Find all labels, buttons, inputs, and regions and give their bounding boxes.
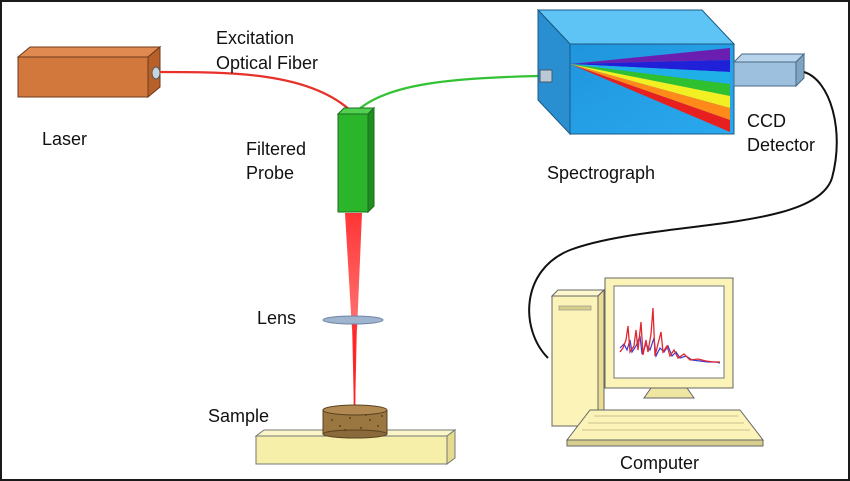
spectrograph-box <box>536 8 736 136</box>
sample-stage <box>254 429 457 465</box>
filtered-probe-label-line1: Filtered <box>246 139 307 159</box>
computer-icon <box>550 277 765 447</box>
ccd-detector-label-line2: Detector <box>747 135 816 155</box>
computer-label: Computer <box>620 453 700 473</box>
ccd-detector-label-line1: CCD <box>747 111 786 131</box>
excitation-fiber-line <box>159 70 353 113</box>
laser-source <box>16 45 162 99</box>
filtered-probe-label-line2: Probe <box>246 163 295 183</box>
excitation-fiber-label-line2: Optical Fiber <box>216 53 319 73</box>
lens-icon <box>322 315 384 325</box>
excitation-fiber-label-line1: Excitation <box>216 28 295 48</box>
lens-label: Lens <box>257 308 297 328</box>
data-cable <box>528 71 838 359</box>
collection-fiber-line <box>355 74 539 113</box>
sample-puck <box>322 404 388 439</box>
ccd-detector-box <box>732 52 806 88</box>
spectrograph-label: Spectrograph <box>547 163 656 183</box>
laser-label: Laser <box>42 129 88 149</box>
laser-beam-upper <box>345 213 362 330</box>
sample-label: Sample <box>208 406 270 426</box>
probe-block <box>336 106 376 214</box>
